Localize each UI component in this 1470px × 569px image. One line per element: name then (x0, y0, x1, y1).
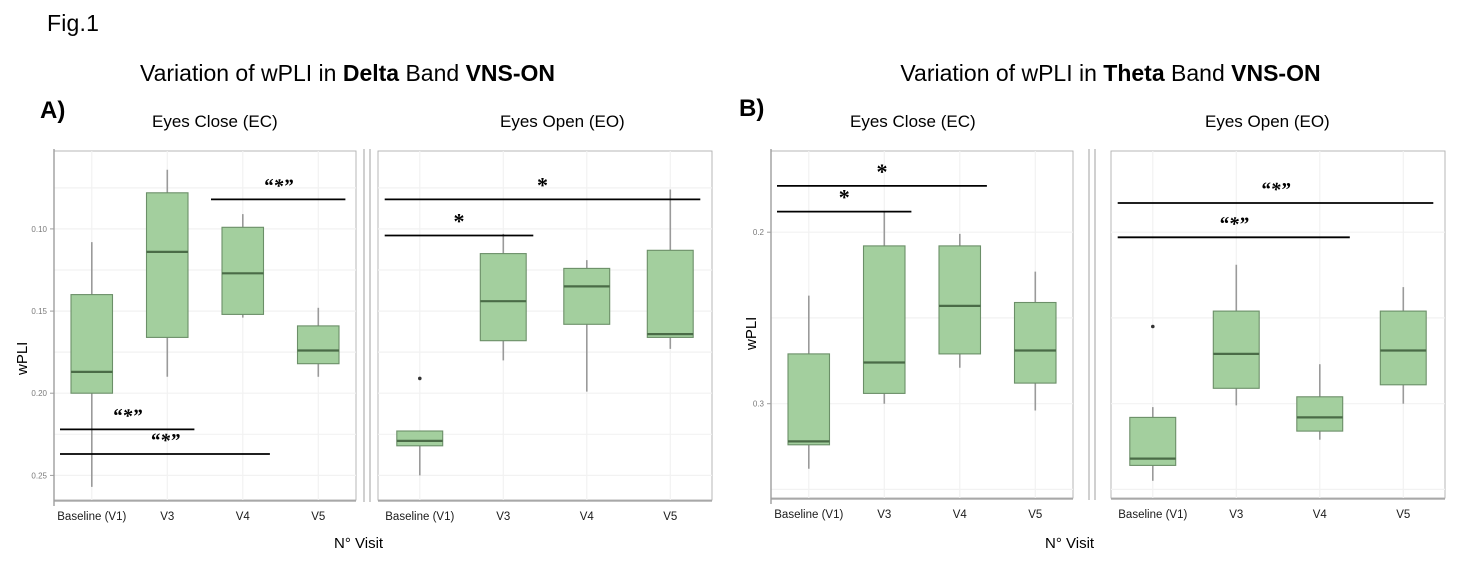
boxplot-box (396, 430, 444, 447)
boxplot-box (862, 245, 906, 394)
x-tick-label: V5 (663, 511, 677, 523)
panel-a-title: Variation of wPLI in Delta Band VNS-ON (0, 60, 715, 87)
panel-b-title: Variation of wPLI in Theta Band VNS-ON (743, 60, 1470, 87)
significance-label: “*” (1219, 213, 1249, 235)
boxplot-box (787, 353, 831, 446)
x-tick-label: V5 (1396, 509, 1410, 521)
x-tick-label: V5 (311, 511, 325, 523)
boxplot-outlier (1151, 324, 1155, 329)
y-tick-label: 0.15 (31, 307, 47, 316)
boxplot-box (1379, 310, 1427, 386)
panel-a-facet-ec-label: Eyes Close (EC) (152, 112, 278, 131)
significance-label: * (537, 172, 548, 197)
significance-label: “*” (1261, 179, 1291, 201)
x-tick-label: V4 (236, 511, 251, 523)
panel-a-title-cond: VNS-ON (465, 60, 556, 86)
y-tick-label: 0.3 (753, 400, 765, 409)
boxplot-box (563, 267, 611, 325)
panel-a-letter: A) (40, 97, 66, 124)
x-tick-label: V5 (1028, 509, 1042, 521)
significance-label: “*” (263, 175, 293, 197)
panel-b-title-pre: Variation of wPLI in (900, 60, 1104, 86)
y-tick-label: 0.25 (31, 471, 47, 480)
boxplot-box (938, 245, 982, 355)
panel-a-facet-eo-label: Eyes Open (EO) (500, 112, 625, 131)
boxplot-box (145, 192, 189, 338)
boxplot-box (1212, 310, 1260, 389)
x-tick-label: V3 (877, 509, 891, 521)
x-tick-label: Baseline (V1) (385, 511, 454, 523)
boxplot-box (646, 249, 694, 338)
panel-a-title-pre: Variation of wPLI in (139, 60, 343, 86)
x-tick-label: V4 (953, 509, 968, 521)
x-tick-label: Baseline (V1) (774, 509, 843, 521)
panel-a-xlabel: N° Visit (334, 535, 384, 552)
significance-label: “*” (150, 430, 180, 452)
significance-label: * (454, 209, 465, 234)
panel-b-xlabel: N° Visit (1045, 535, 1095, 552)
x-tick-label: V3 (160, 511, 174, 523)
y-tick-label: 0.20 (31, 389, 47, 398)
y-tick-label: 0.10 (31, 225, 47, 234)
y-tick-label: 0.2 (753, 228, 765, 237)
x-tick-label: V3 (496, 511, 510, 523)
significance-label: “*” (112, 405, 142, 427)
significance-label: * (877, 159, 888, 184)
x-tick-label: V3 (1229, 509, 1243, 521)
significance-label: * (839, 185, 850, 210)
boxplot-box (70, 294, 114, 394)
panel-a: A) Variation of wPLI in Delta Band VNS-O… (0, 60, 715, 552)
figure-label: Fig.1 (47, 10, 100, 36)
boxplot-box (221, 226, 265, 315)
panel-b: B) Variation of wPLI in Theta Band VNS-O… (735, 0, 1470, 569)
panel-a-title-band: Delta (342, 60, 400, 86)
x-tick-label: V4 (1313, 509, 1328, 521)
boxplot-box (479, 253, 527, 342)
panel-b-facet-ec-label: Eyes Close (EC) (850, 112, 976, 131)
panel-b-letter: B) (739, 95, 765, 122)
x-tick-label: Baseline (V1) (57, 511, 126, 523)
x-tick-label: Baseline (V1) (1118, 509, 1187, 521)
panel-b-title-cond: VNS-ON (1231, 60, 1321, 86)
boxplot-box (1013, 301, 1057, 384)
boxplot-outlier (418, 376, 422, 381)
panel-b-title-band: Theta (1103, 60, 1165, 86)
boxplot-box (1129, 416, 1177, 466)
x-tick-label: V4 (580, 511, 595, 523)
panel-b-facet-eo-label: Eyes Open (EO) (1205, 112, 1330, 131)
panel-b-title-mid: Band (1164, 60, 1232, 86)
boxplot-box (296, 325, 340, 365)
boxplot-box (1296, 396, 1344, 432)
panel-a-title-mid: Band (399, 60, 466, 86)
